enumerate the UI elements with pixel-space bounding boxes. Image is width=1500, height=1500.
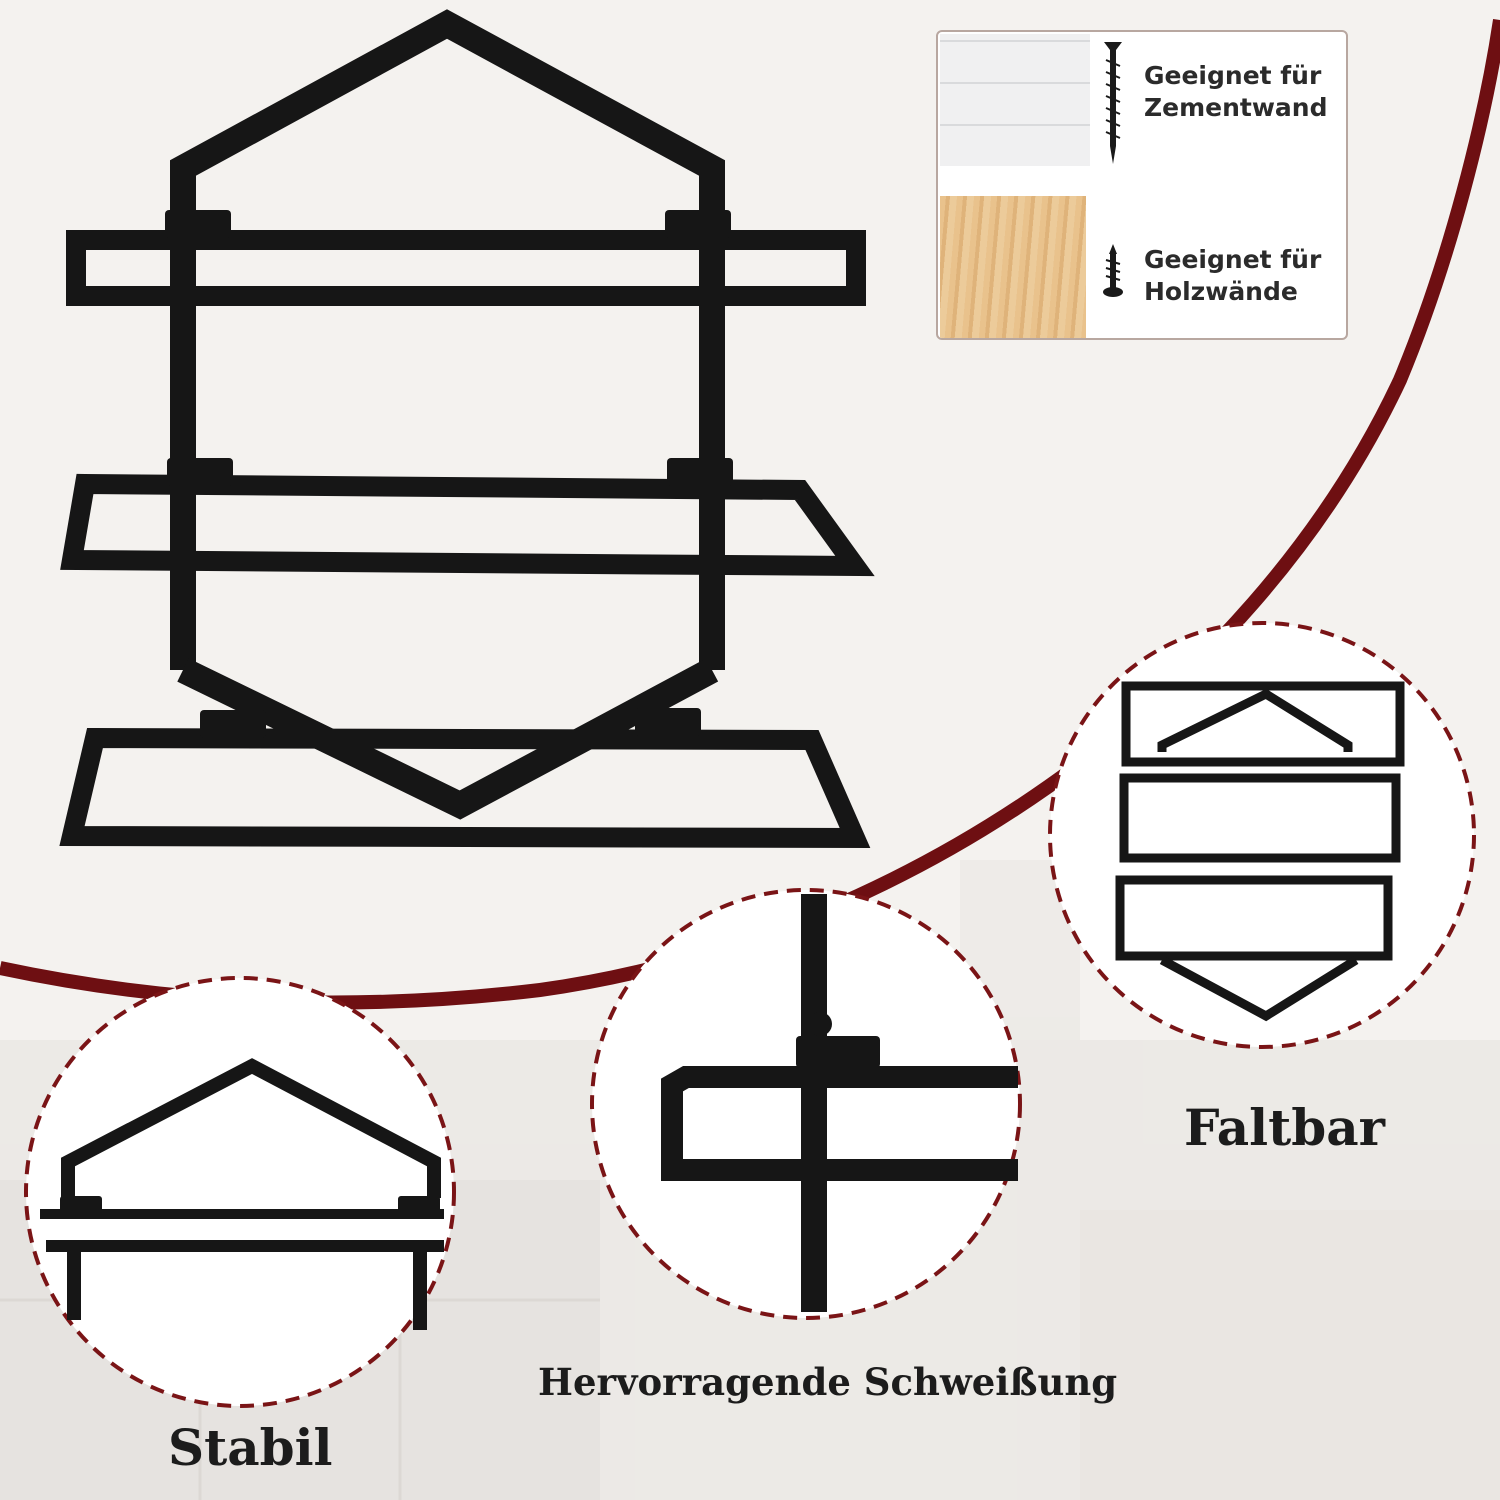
wood-wall-label: Geeignet für Holzwände (1144, 244, 1321, 308)
brick-wall-swatch (940, 34, 1090, 166)
cement-label-line2: Zementwand (1144, 93, 1328, 122)
screw-icon (1103, 244, 1123, 297)
feature-label-stable: Stabil (168, 1418, 333, 1477)
wall-rack-main (59, 9, 875, 849)
wall-type-info-box: Geeignet für Zementwand Geeignet für Hol… (936, 30, 1348, 340)
cement-label-line1: Geeignet für (1144, 61, 1322, 90)
screw-icon (1104, 42, 1122, 164)
cement-wall-label: Geeignet für Zementwand (1144, 60, 1328, 124)
wood-swatch (940, 196, 1086, 338)
feature-label-foldable: Faltbar (1184, 1098, 1385, 1157)
wood-label-line2: Holzwände (1144, 277, 1298, 306)
wood-label-line1: Geeignet für (1144, 245, 1322, 274)
stable-detail-circle (24, 976, 456, 1408)
welding-detail-circle (590, 888, 1022, 1320)
feature-label-welding: Hervorragende Schweißung (538, 1360, 1118, 1404)
foldable-detail-circle (1048, 621, 1476, 1049)
